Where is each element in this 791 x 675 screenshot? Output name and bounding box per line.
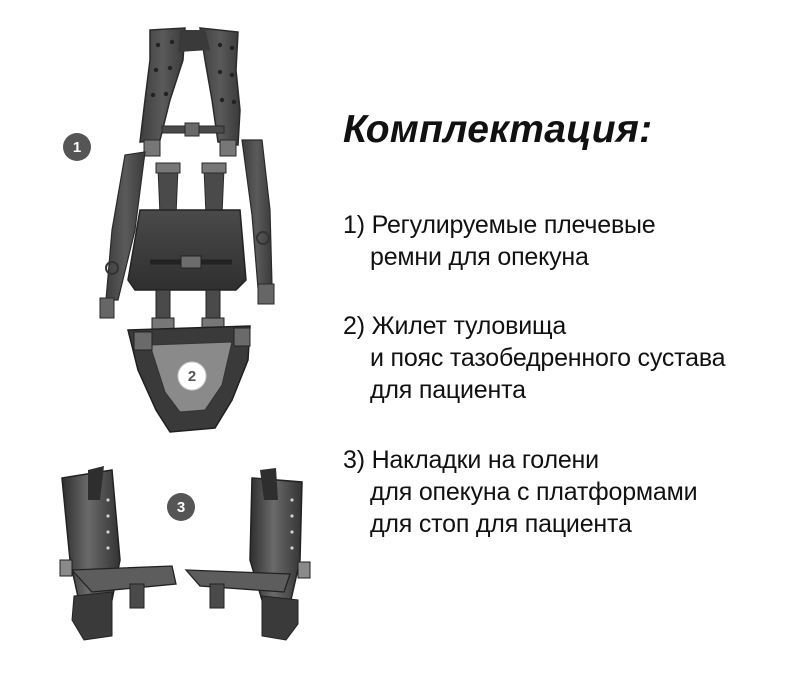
item-2-line-3: для пациента — [370, 376, 526, 404]
leg-brace-illustration — [59, 466, 311, 641]
harness-illustration — [99, 27, 275, 319]
page-title: Комплектация: — [343, 108, 653, 151]
vest-illustration — [127, 209, 251, 433]
svg-text:2: 2 — [188, 368, 196, 385]
item-2-line-2: и пояс тазобедренного сустава — [370, 344, 726, 372]
item-3-line-3: для стоп для пациента — [370, 510, 632, 538]
item-2-line-1: 2) Жилет туловища — [343, 312, 567, 340]
badge-1: 1 — [63, 133, 91, 161]
badge-2: 2 — [177, 361, 207, 391]
badge-3: 3 — [167, 493, 195, 521]
item-1-line-2: ремни для опекуна — [370, 243, 589, 271]
item-3-line-2: для опекуна с платформами — [370, 478, 698, 506]
item-1-line-1: 1) Регулируемые плечевые — [343, 211, 656, 239]
item-3-line-1: 3) Накладки на голени — [343, 446, 599, 474]
svg-text:3: 3 — [177, 499, 185, 516]
svg-text:1: 1 — [73, 139, 81, 156]
